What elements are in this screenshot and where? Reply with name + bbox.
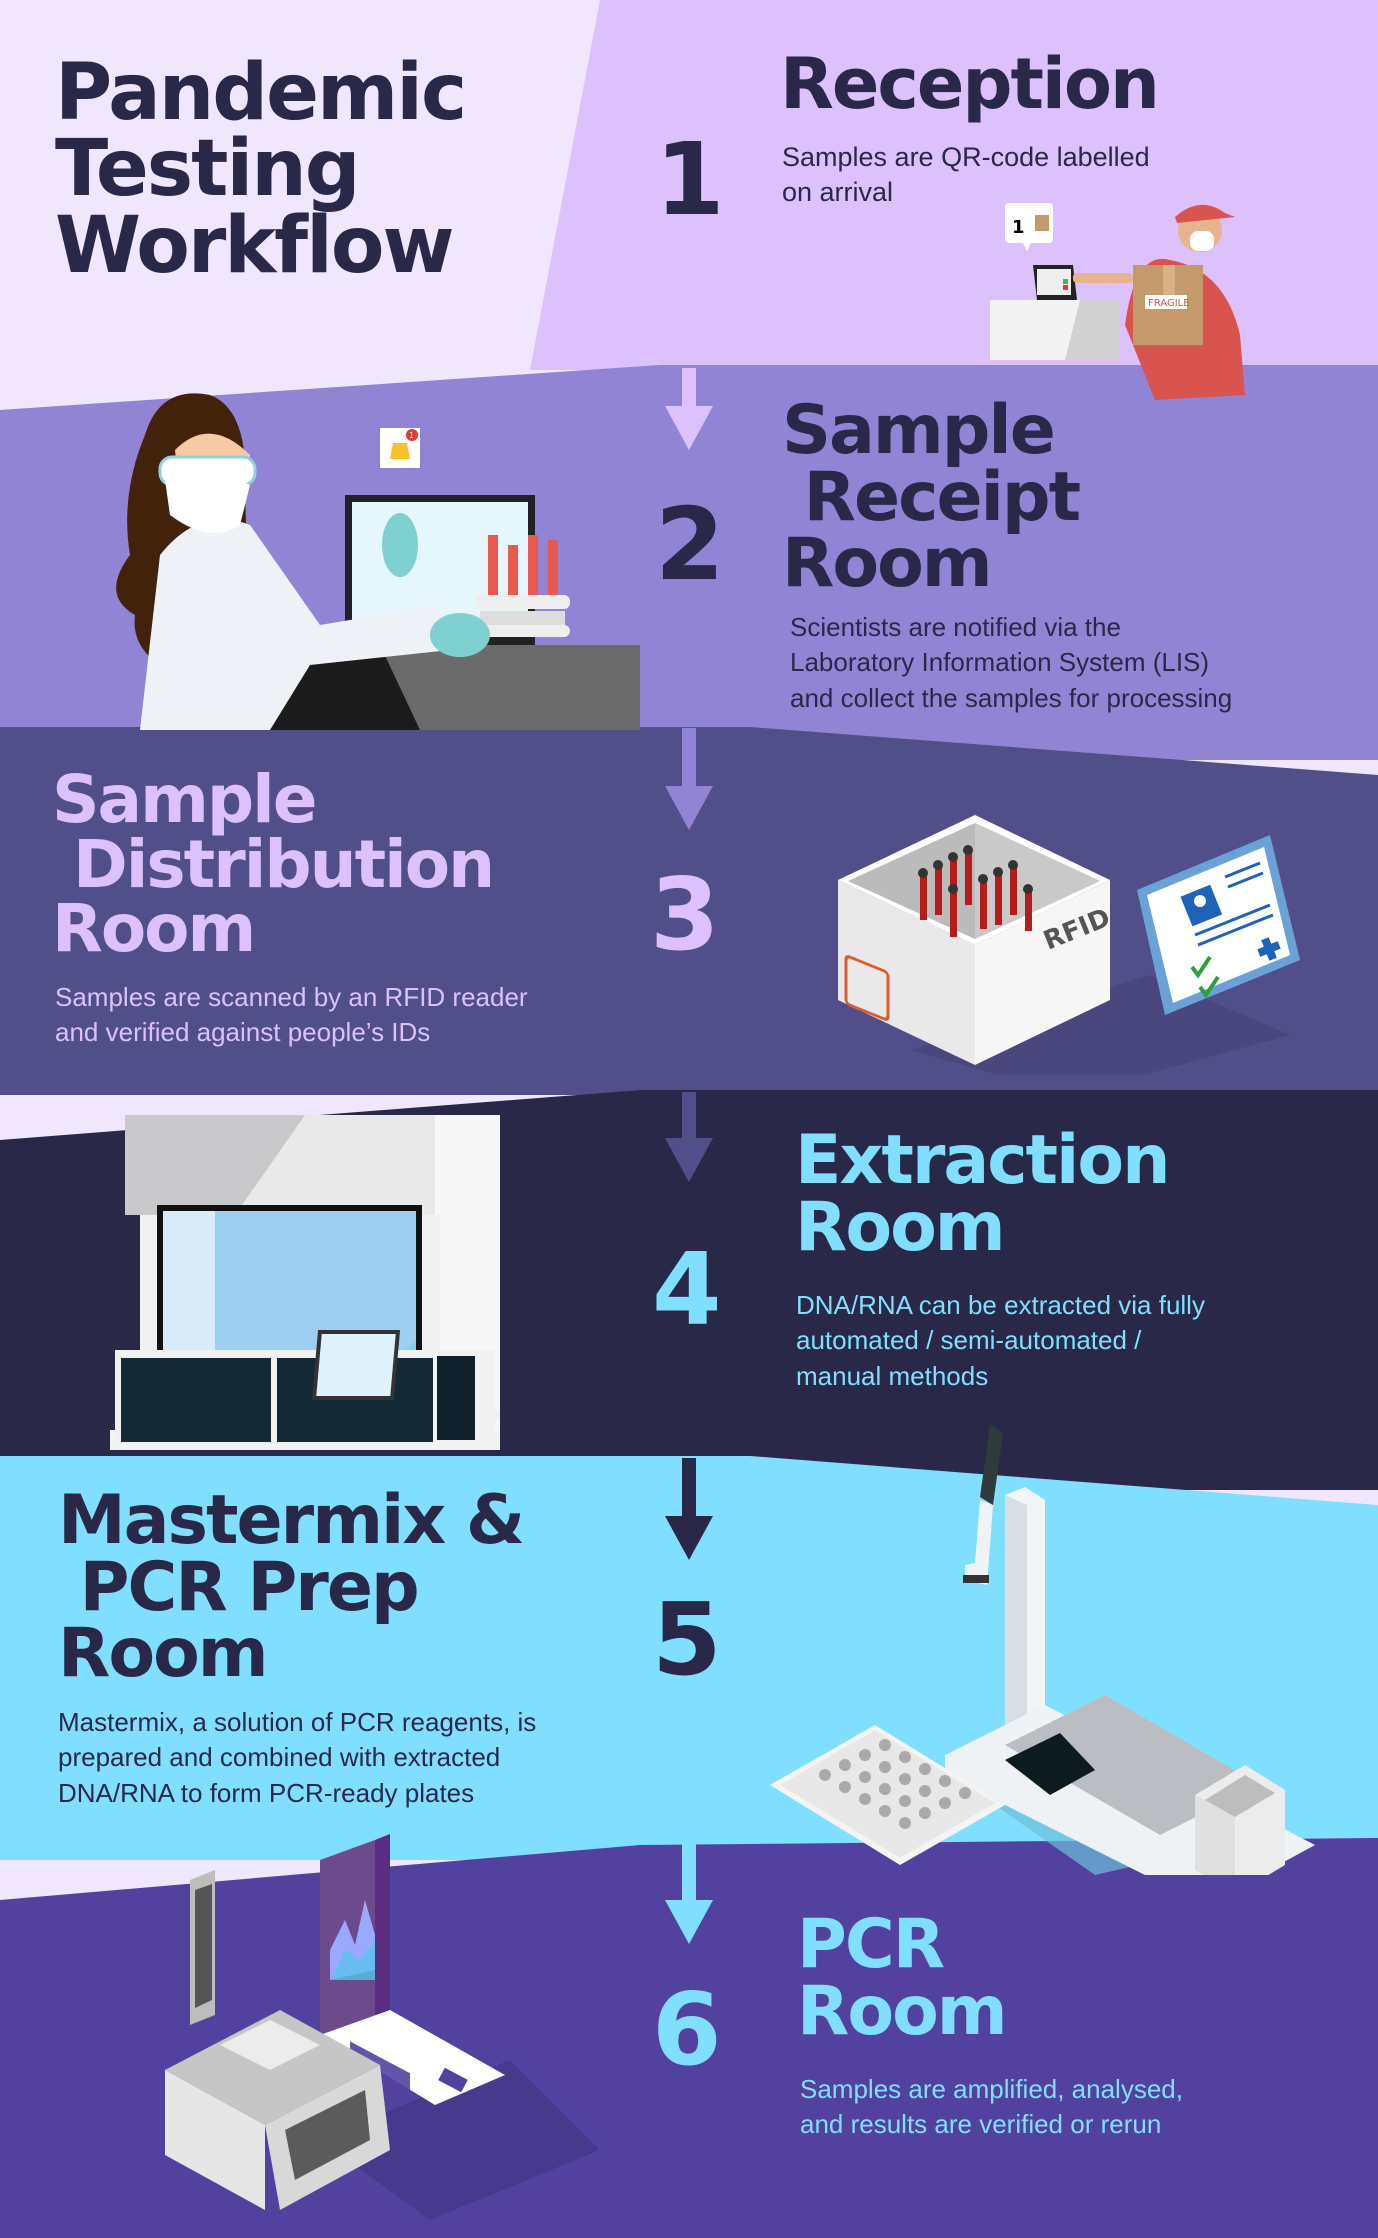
step-description: DNA/RNA can be extracted via fully autom… <box>796 1290 1205 1391</box>
flow-arrow-1-to-2 <box>665 368 713 450</box>
step-number: 6 <box>652 1971 722 2088</box>
courier-icon: 1 FRAGILE <box>990 203 1245 400</box>
rfid-box-illustration: RFID <box>820 795 1300 1075</box>
step-number: 2 <box>655 486 725 603</box>
title-line-2: Testing <box>55 124 361 215</box>
touchscreen-panel <box>311 1330 401 1400</box>
step-description: Samples are amplified, analysed, and res… <box>800 2074 1183 2140</box>
page-title: Pandemic Testing Workflow <box>55 48 467 291</box>
step-description: Samples are QR-code labelled on arrival <box>782 142 1150 208</box>
step-number: 5 <box>652 1581 722 1698</box>
pcr-machine-illustration <box>150 1830 600 2220</box>
rfid-box-icon: RFID <box>838 815 1300 1075</box>
step-description: Samples are scanned by an RFID reader an… <box>55 982 528 1048</box>
svg-text:FRAGILE: FRAGILE <box>1148 298 1190 309</box>
id-clipboard-icon <box>1137 835 1300 1015</box>
flow-arrow-5-to-6 <box>665 1842 713 1944</box>
courier-illustration: 1 FRAGILE <box>985 195 1285 405</box>
scientist-icon: 1 <box>116 393 640 730</box>
flow-arrow-2-to-3 <box>665 728 713 830</box>
scientist-illustration: 1 <box>60 375 640 730</box>
title-line-1: Pandemic <box>55 48 467 138</box>
svg-text:1: 1 <box>1012 217 1025 238</box>
pcr-machine-and-laptop-icon <box>165 1834 600 2220</box>
flow-arrow-3-to-4 <box>665 1092 713 1182</box>
flow-arrow-4-to-5 <box>665 1458 713 1560</box>
step-heading: Mastermix & PCR Prep Room <box>58 1481 525 1694</box>
step-heading: Reception <box>780 43 1160 125</box>
svg-text:1: 1 <box>409 431 414 440</box>
cabinet-base <box>115 1330 495 1444</box>
step-number: 4 <box>652 1231 722 1348</box>
pipetting-robot-illustration <box>765 1425 1345 1875</box>
step-heading: Sample Distribution Room <box>52 761 495 968</box>
step-heading: Extraction Room <box>795 1121 1170 1267</box>
step-number: 1 <box>655 121 725 238</box>
step-heading: Sample Receipt Room <box>782 391 1081 604</box>
step-description: Mastermix, a solution of PCR reagents, i… <box>58 1707 537 1808</box>
step-description: Scientists are notified via the Laborato… <box>790 612 1233 713</box>
pipetting-robot-icon <box>770 1425 1315 1875</box>
step-heading: PCR Room <box>797 1905 1008 2051</box>
title-line-3: Workflow <box>55 200 455 291</box>
step-number: 3 <box>650 856 720 973</box>
extraction-cabinet-illustration <box>105 1110 500 1450</box>
